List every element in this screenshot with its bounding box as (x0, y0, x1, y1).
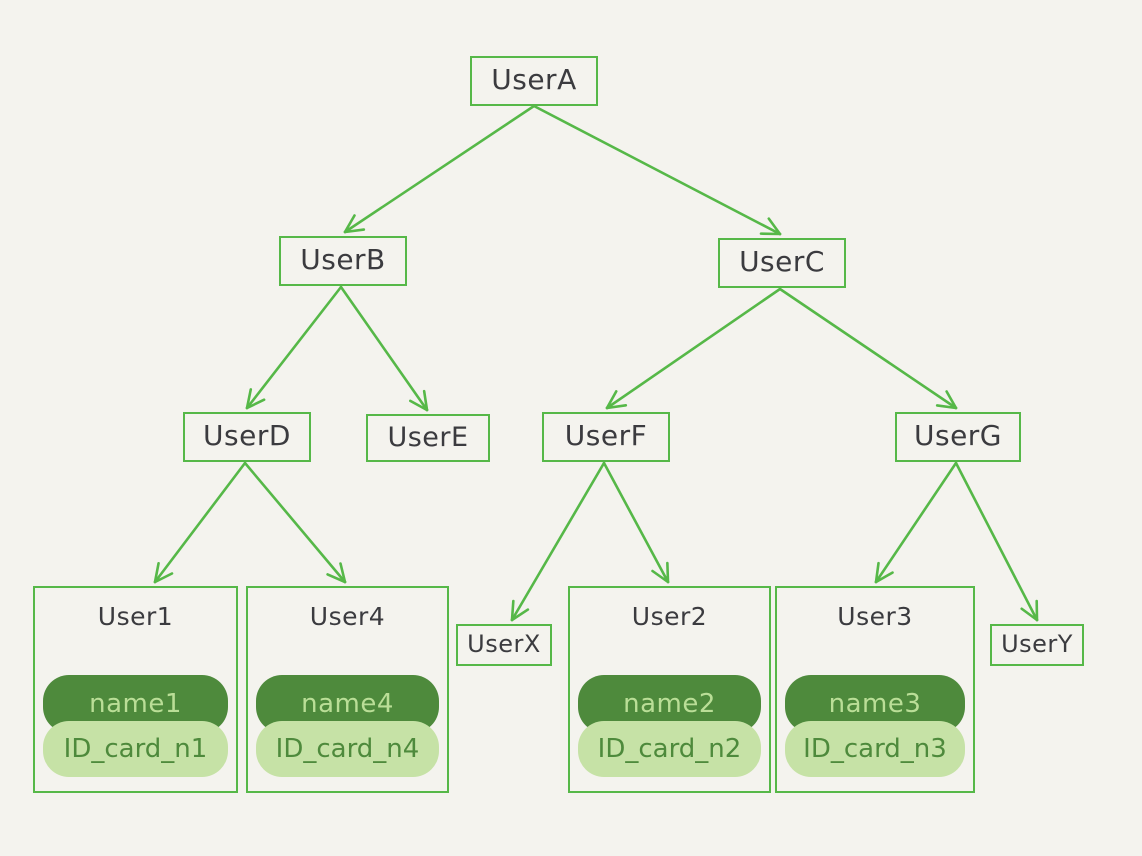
card-title: User3 (837, 602, 913, 631)
edge-userb-to-userd (245, 285, 343, 410)
node-userg[interactable]: UserG (895, 412, 1021, 462)
edge-userc-to-userf (605, 287, 782, 410)
node-label: UserF (564, 419, 648, 452)
edge-userd-to-user1 (153, 461, 247, 584)
edge-userb-to-usere (339, 285, 429, 412)
node-userd[interactable]: UserD (183, 412, 311, 462)
node-label: UserD (203, 419, 291, 452)
card-title: User2 (631, 602, 708, 631)
node-label: UserC (739, 245, 825, 278)
edge-userd-to-user4 (243, 461, 347, 584)
node-label: UserA (491, 63, 577, 96)
node-usere[interactable]: UserE (366, 414, 490, 462)
node-label: UserY (1001, 630, 1073, 658)
edge-usera-to-userc (532, 104, 782, 236)
edge-usera-to-userb (343, 104, 536, 234)
edge-userf-to-user2 (602, 461, 670, 584)
card-idcard-pill: ID_card_n4 (256, 721, 439, 777)
node-label: UserG (913, 419, 1003, 452)
node-usera[interactable]: UserA (470, 56, 598, 106)
card-title: User4 (309, 602, 386, 631)
node-userf[interactable]: UserF (542, 412, 670, 462)
card-idcard-pill: ID_card_n3 (785, 721, 965, 777)
node-label: UserX (467, 630, 541, 658)
card-title: User1 (97, 602, 174, 631)
node-usery[interactable]: UserY (990, 624, 1084, 666)
node-label: UserE (387, 421, 469, 453)
card-idcard-pill: ID_card_n2 (578, 721, 761, 777)
node-label: UserB (300, 243, 386, 276)
node-userx[interactable]: UserX (456, 624, 552, 666)
card-idcard-pill: ID_card_n1 (43, 721, 228, 777)
node-userb[interactable]: UserB (279, 236, 407, 286)
node-userc[interactable]: UserC (718, 238, 846, 288)
edge-userg-to-user3 (874, 461, 958, 584)
edge-userc-to-userg (778, 287, 958, 410)
